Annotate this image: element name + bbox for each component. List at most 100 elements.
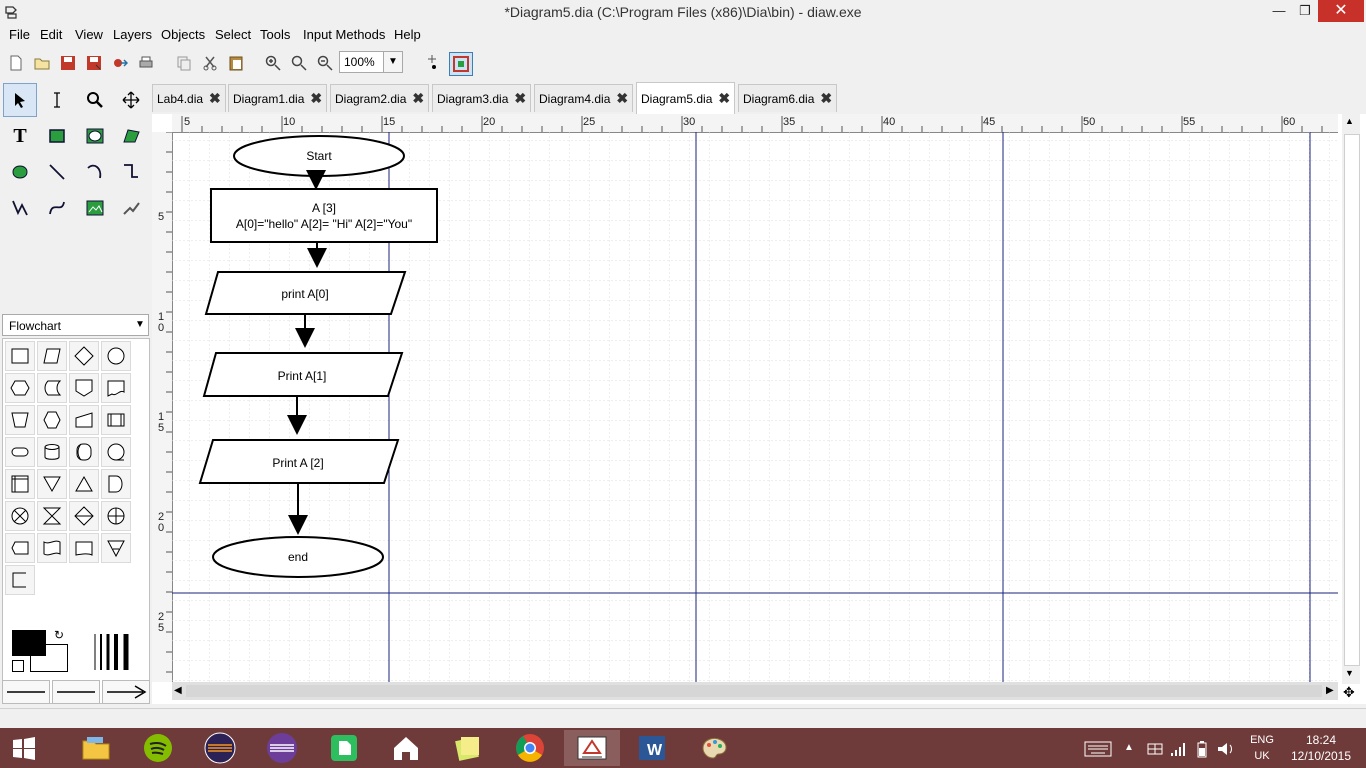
start-terminal[interactable]: Start	[233, 135, 405, 177]
line-style-selector[interactable]	[52, 680, 100, 704]
document-shape-icon[interactable]	[101, 373, 131, 403]
zigzag-line-tool-icon[interactable]	[114, 155, 148, 189]
show-hidden-icons-icon[interactable]: ▲	[1124, 742, 1134, 753]
close-tab-icon[interactable]: ✖	[310, 90, 323, 106]
array-process-box[interactable]: A [3] A[0]="hello" A[2]= "Hi" A[2]="You"	[210, 188, 438, 243]
menu-file[interactable]: File	[9, 27, 30, 42]
hexagon-shape-icon[interactable]	[37, 405, 67, 435]
close-tab-icon[interactable]: ✖	[209, 90, 221, 106]
connector-shape-icon[interactable]	[101, 341, 131, 371]
evernote-icon[interactable]	[316, 730, 372, 766]
sheet-select[interactable]: Flowchart ▼	[2, 314, 149, 336]
open-folder-icon[interactable]	[31, 52, 53, 74]
paint-icon[interactable]	[686, 730, 742, 766]
foreground-color-swatch[interactable]	[12, 630, 46, 656]
offline-storage-shape-icon[interactable]	[101, 533, 131, 563]
swap-colors-icon[interactable]: ↻	[54, 628, 65, 642]
internal-storage-shape-icon[interactable]	[5, 469, 35, 499]
end-terminal[interactable]: end	[212, 536, 384, 578]
close-button[interactable]: ✕	[1318, 0, 1364, 22]
horizontal-scrollbar[interactable]: ◀ ▶	[172, 682, 1338, 700]
start-arrow-selector[interactable]	[2, 680, 50, 704]
tab-diagram3[interactable]: Diagram3.dia✖	[432, 84, 532, 112]
print-a2-io[interactable]: Print A [2]	[198, 439, 400, 484]
restore-button[interactable]: ❐	[1299, 3, 1311, 18]
io-shape-icon[interactable]	[37, 341, 67, 371]
home-icon[interactable]	[378, 730, 434, 766]
scroll-tool-icon[interactable]	[114, 83, 148, 117]
zoom-in-icon[interactable]	[262, 52, 284, 74]
collate-shape-icon[interactable]	[37, 501, 67, 531]
eclipse-alt-icon[interactable]	[254, 730, 310, 766]
tab-diagram2[interactable]: Diagram2.dia✖	[330, 84, 430, 112]
dia-taskbar-icon[interactable]	[564, 730, 620, 766]
menu-layers[interactable]: Layers	[113, 27, 153, 42]
or-shape-icon[interactable]	[101, 501, 131, 531]
zoom-out-icon[interactable]	[314, 52, 336, 74]
chrome-icon[interactable]	[502, 730, 558, 766]
language-indicator[interactable]: ENG UK	[1246, 732, 1278, 764]
magnetic-disk-shape-icon[interactable]	[37, 437, 67, 467]
card-shape-icon[interactable]	[69, 533, 99, 563]
box-tool-icon[interactable]	[40, 119, 74, 153]
zoom-select[interactable]: 100% ▼	[339, 51, 403, 73]
menu-view[interactable]: View	[75, 27, 103, 42]
sticky-notes-icon[interactable]	[440, 730, 496, 766]
close-tab-icon[interactable]: ✖	[718, 90, 731, 106]
default-colors-icon[interactable]	[12, 660, 24, 672]
beziergon-tool-icon[interactable]	[3, 155, 37, 189]
scroll-right-icon[interactable]: ▶	[1326, 685, 1334, 696]
menu-select[interactable]: Select	[215, 27, 252, 42]
print-a1-io[interactable]: Print A[1]	[202, 352, 404, 397]
outline-tool-icon[interactable]	[114, 191, 148, 225]
vertical-scrollbar[interactable]: ▲ ▼	[1342, 114, 1360, 684]
word-icon[interactable]: W	[624, 730, 680, 766]
image-tool-icon[interactable]	[78, 191, 112, 225]
end-arrow-selector[interactable]	[102, 680, 150, 704]
battery-icon[interactable]	[1196, 740, 1208, 761]
sequential-data-shape-icon[interactable]	[101, 437, 131, 467]
print-icon[interactable]	[135, 52, 157, 74]
polyline-tool-icon[interactable]	[3, 191, 37, 225]
punched-tape-shape-icon[interactable]	[37, 533, 67, 563]
display-shape-icon[interactable]	[5, 533, 35, 563]
tab-diagram4[interactable]: Diagram4.dia✖	[534, 84, 634, 112]
zoom-fit-icon[interactable]	[288, 52, 310, 74]
scroll-up-icon[interactable]: ▲	[1345, 116, 1354, 126]
paste-icon[interactable]	[225, 52, 247, 74]
menu-tools[interactable]: Tools	[260, 27, 291, 42]
extract-shape-icon[interactable]	[69, 469, 99, 499]
new-file-icon[interactable]	[5, 52, 27, 74]
menu-help[interactable]: Help	[394, 27, 421, 42]
pointer-tool-icon[interactable]	[3, 83, 37, 117]
vertical-scroll-thumb[interactable]	[1344, 134, 1360, 666]
keyboard-icon[interactable]	[1084, 740, 1112, 761]
menu-edit[interactable]: Edit	[40, 27, 63, 42]
direct-storage-shape-icon[interactable]	[69, 437, 99, 467]
text-tool-icon[interactable]: T	[13, 124, 27, 147]
manual-input-shape-icon[interactable]	[69, 405, 99, 435]
sort-shape-icon[interactable]	[69, 501, 99, 531]
volume-icon[interactable]	[1216, 740, 1236, 761]
merge-shape-icon[interactable]	[37, 469, 67, 499]
tab-lab4[interactable]: Lab4.dia✖	[152, 84, 226, 112]
navigation-cross-icon[interactable]: ✥	[1343, 684, 1355, 700]
magnify-tool-icon[interactable]	[78, 83, 112, 117]
network-icon[interactable]	[1170, 740, 1188, 761]
summing-junction-shape-icon[interactable]	[5, 501, 35, 531]
horizontal-scroll-thumb[interactable]	[186, 685, 1322, 697]
scroll-down-icon[interactable]: ▼	[1345, 668, 1354, 678]
eclipse-icon[interactable]	[192, 730, 248, 766]
file-explorer-icon[interactable]	[68, 730, 124, 766]
color-selector[interactable]: ↻	[10, 628, 70, 674]
spotify-icon[interactable]	[130, 730, 186, 766]
delay-shape-icon[interactable]	[101, 469, 131, 499]
terminal-shape-icon[interactable]	[5, 437, 35, 467]
polygon-tool-icon[interactable]	[114, 119, 148, 153]
preparation-shape-icon[interactable]	[5, 373, 35, 403]
annotation-shape-icon[interactable]	[5, 565, 35, 595]
line-tool-icon[interactable]	[40, 155, 74, 189]
save-icon[interactable]	[57, 52, 79, 74]
text-edit-tool-icon[interactable]	[40, 83, 74, 117]
close-tab-icon[interactable]: ✖	[616, 90, 629, 106]
